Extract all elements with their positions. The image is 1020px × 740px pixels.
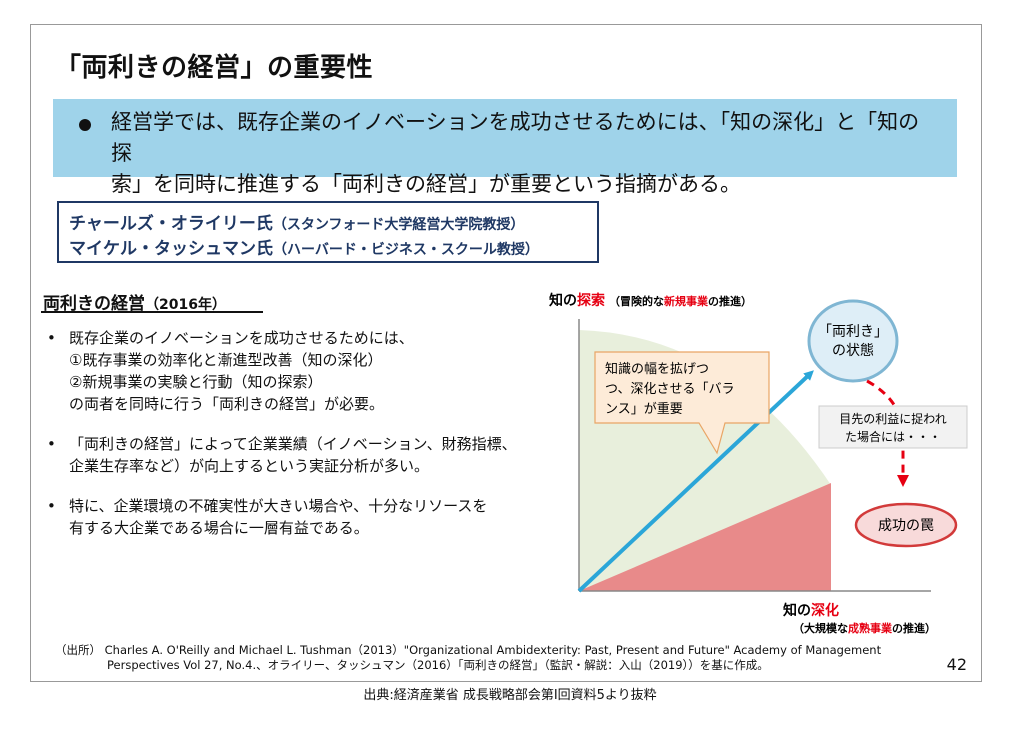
source-caption: 出典:経済産業省 成長戦略部会第Ⅰ回資料5より抜粋 — [363, 688, 657, 703]
list-item-line: ①既存事業の効率化と漸進型改善（知の深化） — [69, 351, 383, 369]
y-axis-label: 知の探索（冒険的な新規事業の推進） — [549, 292, 752, 309]
ambidexterity-diagram: 知の探索（冒険的な新規事業の推進） 知の深化 （大規模な成熟事業の推進） 知識の… — [549, 292, 968, 635]
section-title-text: 両利きの経営 — [43, 294, 145, 314]
success-trap-ellipse — [854, 502, 958, 548]
warning-box — [818, 405, 968, 449]
slide: 「両利きの経営」の重要性 経営学では、既存企業のイノベーションを成功させるために… — [30, 24, 982, 682]
warning-line-2: た場合には・・・ — [845, 429, 941, 444]
list-item-line: 「両利きの経営」によって企業業績（イノベーション、財務指標、 — [69, 435, 517, 453]
callout-bubble — [594, 351, 770, 455]
page-number: 42 — [946, 655, 967, 674]
list-item-line: 特に、企業環境の不確実性が大きい場合や、十分なリソースを — [69, 497, 488, 515]
summary-line-1: 経営学では、既存企業のイノベーションを成功させるためには、「知の深化」と「知の探 — [111, 110, 920, 165]
list-item-line: 企業生存率など）が向上するという実証分析が多い。 — [69, 457, 430, 475]
list-item-line: 有する大企業である場合に一層有益である。 — [69, 519, 369, 537]
bullet-icon: • — [47, 329, 56, 347]
author-tushman: マイケル・タッシュマン氏（ハーバード・ビジネス・スクール教授） — [69, 234, 539, 259]
list-item: • 特に、企業環境の不確実性が大きい場合や、十分なリソースを 有する大企業である… — [45, 495, 555, 539]
bullet-icon: • — [47, 435, 56, 453]
bullet-list: • 既存企業のイノベーションを成功させるためには、 ①既存事業の効率化と漸進型改… — [45, 327, 555, 557]
x-axis-label-note: （大規模な成熟事業の推進） — [793, 621, 936, 635]
author-name: チャールズ・オライリー氏 — [69, 214, 273, 234]
list-item-line: の両者を同時に行う「両利きの経営」が必要。 — [69, 395, 385, 413]
summary-box: 経営学では、既存企業のイノベーションを成功させるためには、「知の深化」と「知の探… — [53, 99, 957, 196]
list-item: • 「両利きの経営」によって企業業績（イノベーション、財務指標、 企業生存率など… — [45, 433, 555, 477]
section-year: （2016年） — [145, 297, 226, 313]
slide-title: 「両利きの経営」の重要性 — [55, 53, 374, 83]
author-affiliation: （スタンフォード大学経営大学院教授） — [272, 217, 525, 233]
summary-line-2: 索」を同時に推進する「両利きの経営」が重要という指摘がある。 — [111, 172, 741, 196]
section-title: 両利きの経営（2016年） — [43, 289, 226, 314]
bullet-icon: • — [47, 497, 56, 515]
list-item-line: 既存企業のイノベーションを成功させるためには、 — [69, 329, 414, 347]
footnote: （出所） Charles A. O'Reilly and Michael L. … — [55, 643, 955, 673]
ambidexterity-state-line-1: 「両利き」 — [818, 324, 888, 340]
success-trap-label: 成功の罠 — [878, 518, 934, 534]
author-name: マイケル・タッシュマン氏 — [69, 239, 273, 259]
list-item: • 既存企業のイノベーションを成功させるためには、 ①既存事業の効率化と漸進型改… — [45, 327, 555, 415]
section-underline — [41, 311, 263, 313]
balance-arrow — [577, 370, 814, 593]
author-affiliation: （ハーバード・ビジネス・スクール教授） — [273, 242, 539, 258]
summary-bullet-icon — [79, 119, 91, 131]
list-item-line: ②新規事業の実験と行動（知の探索） — [69, 373, 323, 391]
callout-line-1: 知識の幅を拡げつ — [605, 361, 709, 377]
author-oreilly: チャールズ・オライリー氏（スタンフォード大学経営大学院教授） — [69, 209, 524, 234]
warning-line-1: 目先の利益に捉われ — [839, 411, 946, 426]
authors-box: チャールズ・オライリー氏（スタンフォード大学経営大学院教授） マイケル・タッシュ… — [57, 201, 599, 263]
exploitation-area — [579, 483, 831, 591]
summary-text: 経営学では、既存企業のイノベーションを成功させるためには、「知の深化」と「知の探… — [111, 107, 931, 200]
footnote-line-2: Perspectives Vol 27, No.4.、オライリー、タッシュマン（… — [107, 658, 769, 672]
footnote-line-1: （出所） Charles A. O'Reilly and Michael L. … — [55, 643, 882, 657]
callout-line-2: つ、深化させる「バラ — [605, 382, 734, 397]
callout-line-3: ンス」が重要 — [605, 401, 683, 417]
x-axis-label-main: 知の深化 — [783, 602, 839, 619]
ambidexterity-state-line-2: の状態 — [832, 343, 874, 359]
ambidexterity-state-circle — [807, 299, 899, 383]
